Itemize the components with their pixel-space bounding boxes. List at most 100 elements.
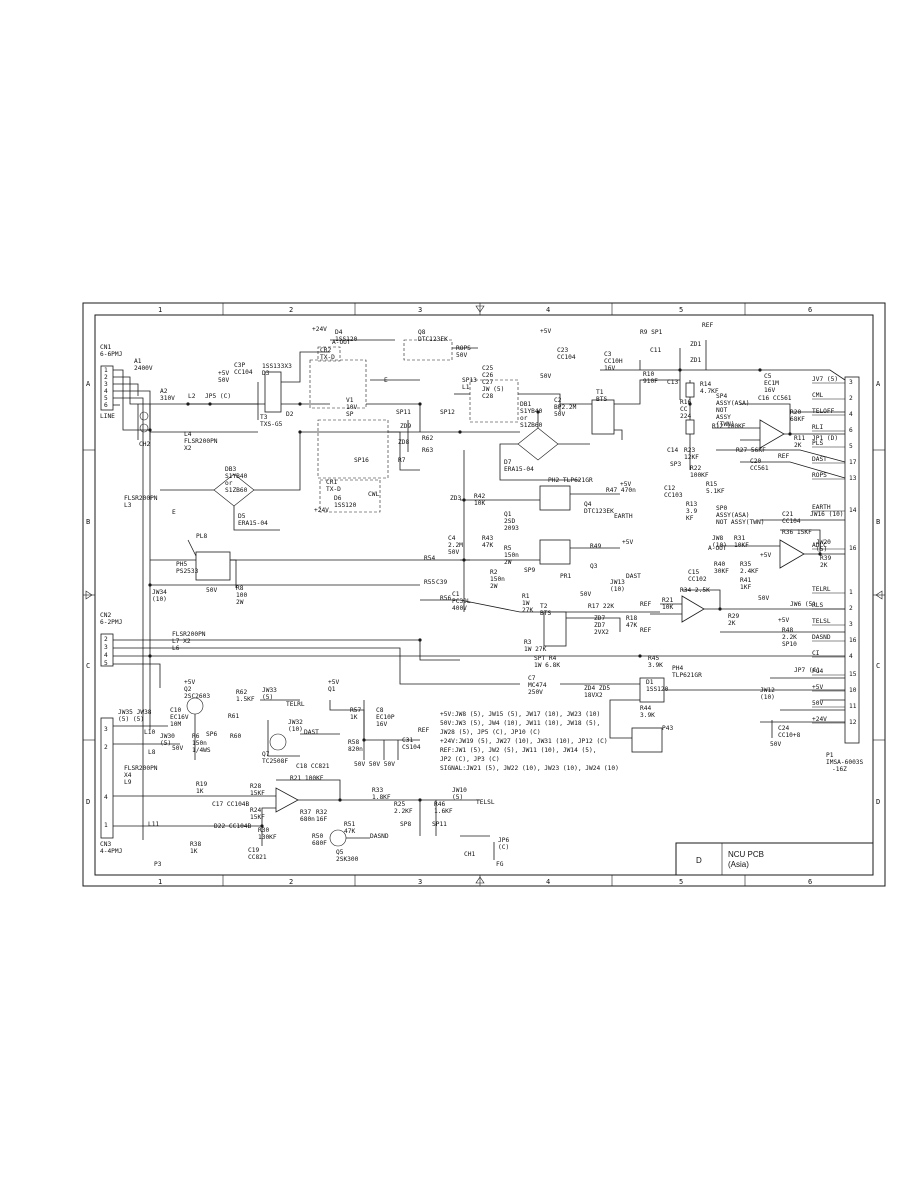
component-label: DASND	[370, 833, 389, 840]
component-label: JW16 (10)	[810, 511, 844, 518]
component-label: JW20	[816, 539, 831, 546]
component-label: 150n	[504, 552, 519, 559]
cn1-pin: 3	[104, 381, 108, 388]
component-label: FLSR200PN	[172, 631, 206, 638]
component-label: JW30	[160, 733, 175, 740]
cn2-pin: 3	[104, 644, 108, 651]
component-label: 1/4WS	[192, 747, 211, 754]
component-label: C28	[482, 393, 493, 400]
component-label: 2K	[820, 562, 828, 569]
connector-cn3: 3 2 4 1 CN3 4-4PMJ	[100, 717, 122, 855]
component-label: C15	[688, 569, 699, 576]
p1-pin-number: 6	[849, 427, 853, 434]
component-label: 5.1KF	[706, 488, 725, 495]
component-label: C10	[170, 707, 181, 714]
component-label: SP8	[400, 821, 411, 828]
cn3-pin: 4	[104, 794, 108, 801]
component-label: R22	[690, 465, 701, 472]
component-label: X2	[184, 445, 192, 452]
component-label: SP4	[716, 393, 727, 400]
component-label: R15	[706, 481, 717, 488]
component-label: R5	[504, 545, 512, 552]
column-label: 2	[289, 306, 293, 314]
column-label: 4	[546, 878, 550, 886]
p1-pin-number: 16	[849, 637, 857, 644]
title-block-title: NCU PCB	[728, 850, 764, 859]
component-label: SP13	[462, 377, 477, 384]
component-label: (C)	[498, 844, 509, 851]
component-label: (5)	[160, 740, 171, 747]
supply-note: JW28 (5), JP5 (C), JP10 (C)	[440, 729, 541, 736]
component-label: CC	[680, 406, 688, 413]
component-label: P3	[154, 861, 162, 868]
component-label: 50V	[580, 591, 591, 598]
component-label: C3	[604, 351, 612, 358]
component-label: L7 X2	[172, 638, 191, 645]
component-label: R2	[490, 569, 498, 576]
cn1-pin: 6	[104, 402, 108, 409]
component-label: R47 470n	[606, 487, 636, 494]
component-label: PL8	[196, 533, 207, 540]
component-label: 15KF	[250, 790, 265, 797]
component-label: +5V	[622, 539, 633, 546]
component-label: R60	[230, 733, 241, 740]
component-label: R23	[684, 447, 695, 454]
component-label: D1	[646, 679, 654, 686]
component-label: R28	[250, 783, 261, 790]
component-label: C23	[557, 347, 568, 354]
component-label: C3P	[234, 362, 245, 369]
component-label: 16V	[764, 387, 775, 394]
component-label: CC104	[557, 354, 576, 361]
supply-note: +5V:JW8 (5), JW15 (5), JW17 (10), JW23 (…	[440, 711, 600, 718]
component-label: 1KF	[740, 584, 751, 591]
component-label: R6	[192, 733, 200, 740]
component-label: CR2	[320, 347, 331, 354]
component-label: (5)	[816, 546, 827, 553]
component-label: L3	[124, 502, 132, 509]
p1-pin-number: 16	[849, 545, 857, 552]
component-label: R11	[794, 435, 805, 442]
component-label: R3	[524, 639, 532, 646]
component-label: C8	[376, 707, 384, 714]
component-label: 1SS120	[646, 686, 669, 693]
cn2-name: CN2	[100, 612, 111, 619]
cn2-pin: 5	[104, 660, 108, 667]
component-label: SP3	[670, 461, 681, 468]
component-label: 2K	[794, 442, 802, 449]
component-label: 1.8KF	[372, 794, 391, 801]
component-label: JW32	[288, 719, 303, 726]
component-label: R31	[734, 535, 745, 542]
component-label: R19	[196, 781, 207, 788]
component-label: Q4	[584, 501, 592, 508]
component-label: 1SS120	[334, 502, 357, 509]
component-label: SP6	[206, 731, 217, 738]
component-label: TC2508F	[262, 758, 288, 765]
component-label: ZD9	[400, 423, 411, 430]
component-label: C7	[528, 675, 536, 682]
p1-pin-number: 3	[849, 621, 853, 628]
component-label: BP2.2M	[554, 404, 577, 411]
component-label: PR1	[560, 573, 571, 580]
component-label: CR1	[326, 479, 337, 486]
component-label: R21	[662, 597, 673, 604]
component-label: CC821	[248, 854, 267, 861]
component-label: ASSY	[716, 414, 731, 421]
top-center-mark	[475, 305, 485, 313]
p1-signal-label: JV7 (5)	[812, 376, 838, 383]
component-label: A1	[134, 358, 142, 365]
component-label: FG	[496, 861, 504, 868]
component-label: SP10	[782, 641, 797, 648]
component-label: JW6 (5)	[790, 601, 816, 608]
component-label: 50V	[172, 745, 183, 752]
component-label: R44	[640, 705, 651, 712]
component-label: PS2533	[176, 568, 199, 575]
component-label: CC10+8	[778, 732, 801, 739]
supply-notes: +5V:JW8 (5), JW15 (5), JW17 (10), JW23 (…	[440, 711, 619, 772]
column-label: 1	[158, 878, 162, 886]
component-label: 400V	[452, 605, 467, 612]
component-label: S1ZB60	[225, 487, 248, 494]
p1-signal-label: PLS	[812, 440, 823, 447]
column-label: 6	[808, 878, 812, 886]
p1-signal-label: PG4	[812, 668, 823, 675]
